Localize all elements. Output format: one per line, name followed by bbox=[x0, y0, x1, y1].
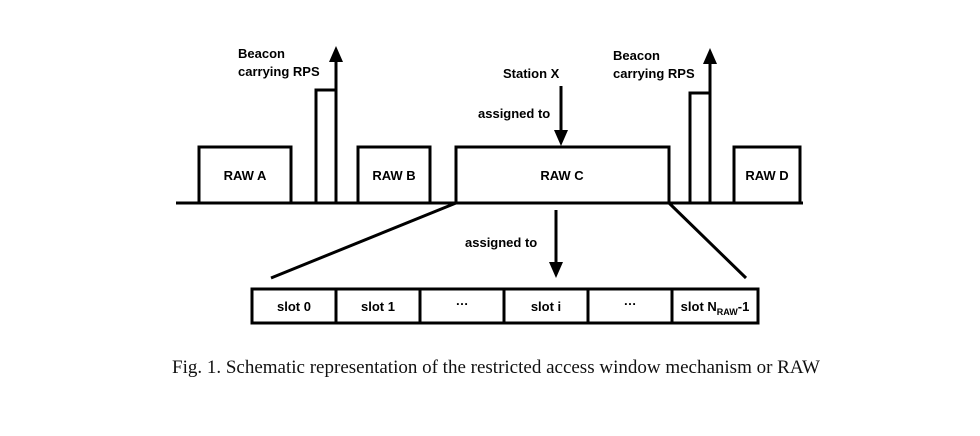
beacon-right: Beacon carrying RPS bbox=[613, 48, 717, 205]
raw-d-label: RAW D bbox=[745, 168, 788, 183]
slot-1-cell bbox=[334, 287, 422, 325]
slot-i-label: slot i bbox=[531, 299, 561, 314]
beacon-left: Beacon carrying RPS bbox=[238, 46, 343, 205]
raw-c-label: RAW C bbox=[540, 168, 584, 183]
station-x-label: Station X bbox=[503, 66, 560, 81]
beacon-right-pulse bbox=[688, 91, 712, 205]
beacon-left-pulse bbox=[314, 88, 338, 205]
raw-b-label: RAW B bbox=[372, 168, 415, 183]
beacon-right-label-line2: carrying RPS bbox=[613, 66, 695, 81]
raw-b-block: RAW B bbox=[356, 145, 432, 205]
slot-last-label: slot NRAW-1 bbox=[681, 299, 750, 317]
slot-1-label: slot 1 bbox=[361, 299, 395, 314]
assigned-to-upper-label: assigned to bbox=[478, 106, 550, 121]
slot-i-cell bbox=[502, 287, 590, 325]
slot-last-cell bbox=[670, 287, 760, 325]
slot-row: slot 0 slot 1 … slot i … slot NRAW-1 bbox=[250, 287, 760, 325]
beacon-right-arrowhead bbox=[703, 48, 717, 64]
zoom-line-right bbox=[667, 201, 748, 280]
raw-d-block: RAW D bbox=[732, 145, 802, 205]
beacon-left-arrowhead bbox=[329, 46, 343, 62]
beacon-left-label-line1: Beacon bbox=[238, 46, 285, 61]
assigned-to-lower-label: assigned to bbox=[465, 235, 537, 250]
slot-0-label: slot 0 bbox=[277, 299, 311, 314]
raw-a-block: RAW A bbox=[197, 145, 293, 205]
beacon-right-label-line1: Beacon bbox=[613, 48, 660, 63]
slot-ellipsis-2-label: … bbox=[624, 293, 637, 308]
slot-last-prefix: slot N bbox=[681, 299, 717, 314]
raw-c-block: RAW C bbox=[454, 145, 671, 205]
raw-a-label: RAW A bbox=[224, 168, 267, 183]
slot-last-suffix: -1 bbox=[738, 299, 750, 314]
figure-caption: Fig. 1. Schematic representation of the … bbox=[172, 357, 820, 378]
slot-ellipsis-1-label: … bbox=[456, 293, 469, 308]
slot-last-subscript: RAW bbox=[717, 307, 739, 317]
station-x-assignment: Station X assigned to bbox=[478, 66, 568, 146]
station-x-arrowhead bbox=[554, 130, 568, 146]
slot-assignment: assigned to bbox=[465, 210, 563, 278]
slot-ellipsis-2-cell bbox=[586, 287, 674, 325]
slot-assignment-arrowhead bbox=[549, 262, 563, 278]
zoom-line-left bbox=[270, 201, 457, 280]
beacon-left-label-line2: carrying RPS bbox=[238, 64, 320, 79]
